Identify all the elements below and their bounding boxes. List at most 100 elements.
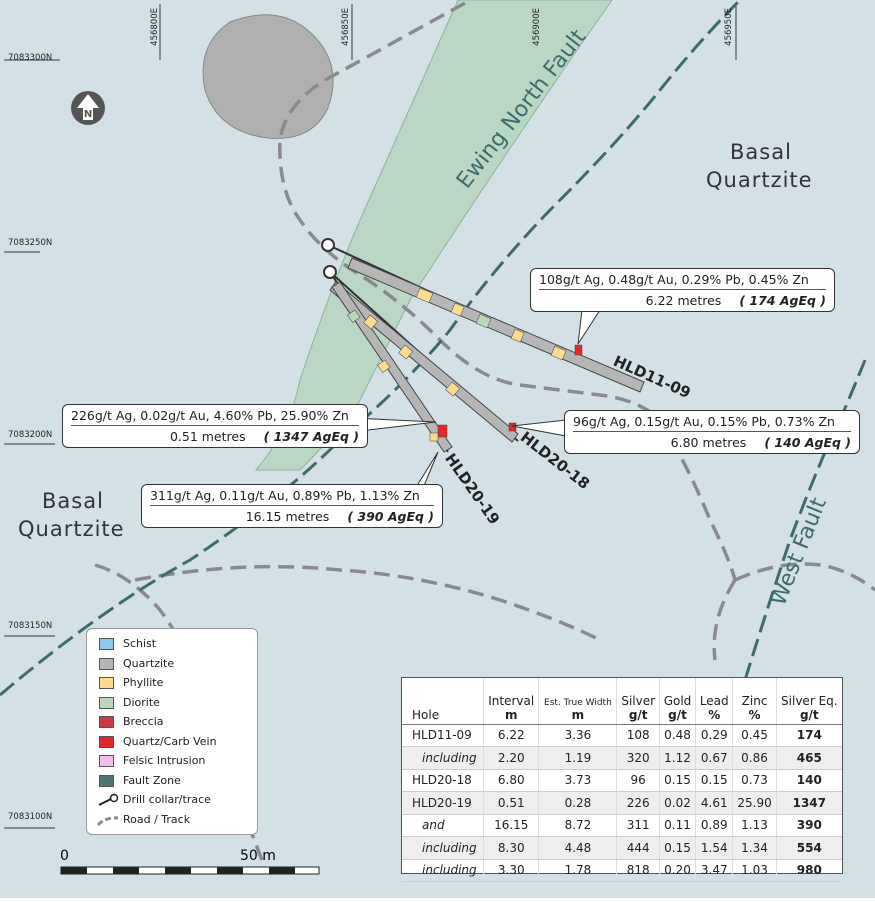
table-cell: 0.67 <box>695 746 734 770</box>
table-cell: 2.20 <box>483 746 540 770</box>
northing-label: 7083300N <box>8 53 53 63</box>
table-cell: 226 <box>616 791 660 815</box>
collar-1 <box>321 238 335 252</box>
callout-assay: 108g/t Ag, 0.48g/t Au, 0.29% Pb, 0.45% Z… <box>539 272 826 290</box>
table-cell: 0.15 <box>659 769 697 792</box>
table-cell: 1347 <box>776 791 842 815</box>
table-cell: 25.90 <box>732 791 777 815</box>
northing-label: 7083100N <box>8 812 53 822</box>
diorite-band <box>254 0 613 471</box>
scale-bar: 0 50 m <box>60 848 320 878</box>
table-cell: 0.02 <box>659 791 697 815</box>
scale-start: 0 <box>60 848 69 864</box>
table-cell: 0.89 <box>695 814 734 837</box>
easting-label: 456950E <box>724 8 734 46</box>
core-segments <box>347 287 583 442</box>
table-cell: 1.54 <box>695 836 734 860</box>
scale-end: 50 m <box>240 848 276 864</box>
legend-swatch <box>99 735 114 748</box>
table-cell: 174 <box>776 724 842 747</box>
table-cell: 8.30 <box>483 836 540 860</box>
north-arrow-letter: N <box>84 109 92 120</box>
legend-label: Quartzite <box>123 656 175 670</box>
table-cell: 96 <box>616 769 660 792</box>
table-cell: 390 <box>776 814 842 837</box>
legend-label: Road / Track <box>123 812 191 826</box>
callout-assay: 226g/t Ag, 0.02g/t Au, 4.60% Pb, 25.90% … <box>71 408 359 426</box>
rock-label-quartzite: Quartzite <box>706 168 813 192</box>
legend-swatch <box>99 638 114 650</box>
table-cell: 320 <box>616 746 660 770</box>
table-cell: HLD20-18 <box>402 769 485 792</box>
table-cell: 554 <box>776 836 842 860</box>
callout-assay: 311g/t Ag, 0.11g/t Au, 0.89% Pb, 1.13% Z… <box>150 488 434 506</box>
table-cell: 140 <box>776 769 842 792</box>
table-cell: 818 <box>616 859 660 882</box>
table-cell: 3.47 <box>695 859 734 882</box>
table-cell: 0.48 <box>659 724 697 747</box>
table-cell: 6.22 <box>483 724 540 747</box>
northing-label: 7083250N <box>8 238 53 248</box>
callout-assay: 96g/t Ag, 0.15g/t Au, 0.15% Pb, 0.73% Zn <box>573 414 851 432</box>
legend-swatch <box>99 755 114 767</box>
table-cell: 0.45 <box>732 724 777 747</box>
table-cell: 3.30 <box>483 859 540 882</box>
table-cell: including <box>402 859 485 882</box>
legend-swatch <box>99 696 114 709</box>
road-symbol <box>97 815 119 826</box>
callout-ageq: ( 140 AgEq ) <box>764 435 851 450</box>
table-cell: 1.19 <box>538 746 618 770</box>
column-header: Silver Eq.g/t <box>776 678 842 725</box>
callout-hld20-19-upper: 226g/t Ag, 0.02g/t Au, 4.60% Pb, 25.90% … <box>62 404 368 448</box>
legend-label: Felsic Intrusion <box>123 754 206 767</box>
table-cell: 444 <box>616 836 660 860</box>
table-cell: 1.78 <box>538 859 618 882</box>
table-cell: 0.28 <box>538 791 618 815</box>
easting-label: 456900E <box>532 8 542 46</box>
table-cell: 3.73 <box>538 769 618 792</box>
column-header: Hole <box>402 678 485 725</box>
table-cell: 0.15 <box>695 769 734 792</box>
table-cell: 0.11 <box>659 814 697 837</box>
table-cell: 1.03 <box>732 859 777 882</box>
legend-swatch <box>99 657 114 670</box>
table-cell: 980 <box>776 859 842 882</box>
callout-width: 6.22 metres( 174 AgEq ) <box>645 293 826 308</box>
table-cell: 0.29 <box>695 724 734 747</box>
table-cell: 3.36 <box>538 724 618 747</box>
table-cell: 1.13 <box>732 814 777 837</box>
table-cell: 0.73 <box>732 769 777 792</box>
rock-label-basal: Basal <box>730 140 792 164</box>
legend-swatch <box>99 774 114 787</box>
table-cell: 108 <box>616 724 660 747</box>
table-cell: 1.34 <box>732 836 777 860</box>
legend-swatch <box>99 677 114 689</box>
northing-label: 7083150N <box>8 621 53 631</box>
table-cell: including <box>402 746 485 770</box>
table-cell: HLD11-09 <box>402 724 485 747</box>
northing-label: 7083200N <box>8 430 53 440</box>
outcrop-polygon <box>202 14 334 139</box>
legend-label: Quartz/Carb Vein <box>123 734 217 748</box>
faults <box>0 0 867 697</box>
legend-label: Drill collar/trace <box>123 793 211 806</box>
table-cell: 0.15 <box>659 836 697 860</box>
legend-label: Schist <box>123 637 157 650</box>
scale-bar-graphic <box>60 866 320 875</box>
table-cell: 0.20 <box>659 859 697 882</box>
easting-label: 456800E <box>150 8 160 46</box>
callout-width: 0.51 metres( 1347 AgEq ) <box>169 429 359 444</box>
table-cell: 0.51 <box>483 791 540 815</box>
legend-label: Phyllite <box>123 676 164 689</box>
callout-hld20-19-lower: 311g/t Ag, 0.11g/t Au, 0.89% Pb, 1.13% Z… <box>141 484 443 528</box>
